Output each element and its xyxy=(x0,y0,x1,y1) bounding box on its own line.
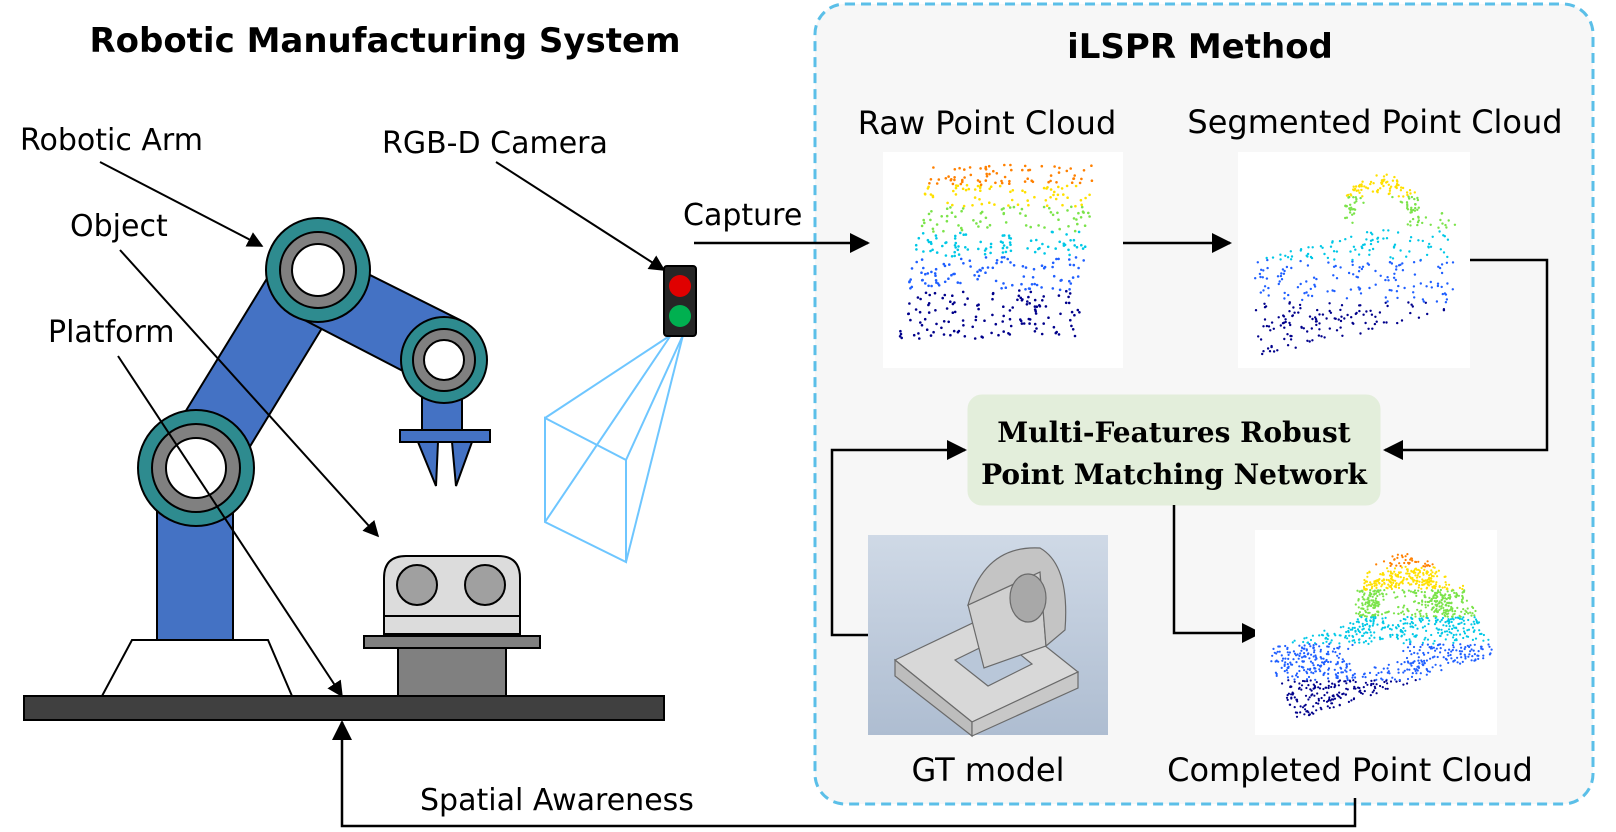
label-object: Object xyxy=(70,209,168,244)
gripper-plate xyxy=(399,429,491,443)
camera-light-red xyxy=(669,275,691,297)
object-hole-right xyxy=(464,564,506,606)
raw-cloud-image xyxy=(883,152,1123,368)
joint-shoulder xyxy=(137,409,255,527)
gripper-finger-left xyxy=(416,441,440,487)
raw-label: Raw Point Cloud xyxy=(858,104,1117,142)
completed-label: Completed Point Cloud xyxy=(1167,751,1533,789)
raw-point-cloud xyxy=(898,163,1094,340)
right-title: iLSPR Method xyxy=(1067,27,1333,67)
label-spatial-awareness: Spatial Awareness xyxy=(420,783,694,818)
arrow-robotic-arm xyxy=(99,161,264,247)
label-robotic-arm: Robotic Arm xyxy=(20,123,203,158)
gt-model-render xyxy=(893,547,1080,738)
segmented-label: Segmented Point Cloud xyxy=(1187,103,1562,141)
object-stand-column xyxy=(397,647,507,697)
gripper-finger-right xyxy=(450,441,474,487)
arrow-spatial-awareness xyxy=(332,720,1357,828)
camera-light-green xyxy=(669,305,691,327)
label-platform: Platform xyxy=(48,315,175,350)
segmented-point-cloud xyxy=(1254,173,1457,356)
camera-frustum xyxy=(544,334,684,564)
arrow-segmented-to-network xyxy=(1383,258,1549,460)
left-title: Robotic Manufacturing System xyxy=(89,21,680,61)
platform xyxy=(23,695,665,721)
gt-label: GT model xyxy=(911,751,1064,789)
arrow-platform xyxy=(117,355,343,698)
object-stand-plate xyxy=(363,635,541,649)
label-camera: RGB-D Camera xyxy=(382,126,608,161)
completed-cloud-image xyxy=(1255,530,1497,735)
network-line2: Point Matching Network xyxy=(981,458,1367,491)
arrow-network-to-completed xyxy=(1172,505,1262,643)
completed-point-cloud xyxy=(1270,553,1493,718)
label-capture: Capture xyxy=(683,198,802,233)
joint-elbow xyxy=(265,217,371,323)
network-line1: Multi-Features Robust xyxy=(997,416,1350,449)
object-hole-left xyxy=(396,564,438,606)
robot-base xyxy=(100,639,294,697)
arrow-object xyxy=(119,249,380,538)
joint-wrist xyxy=(400,316,488,404)
arrow-gt-to-network xyxy=(830,440,967,637)
arrow-camera xyxy=(495,161,666,271)
segmented-cloud-image xyxy=(1238,152,1470,368)
